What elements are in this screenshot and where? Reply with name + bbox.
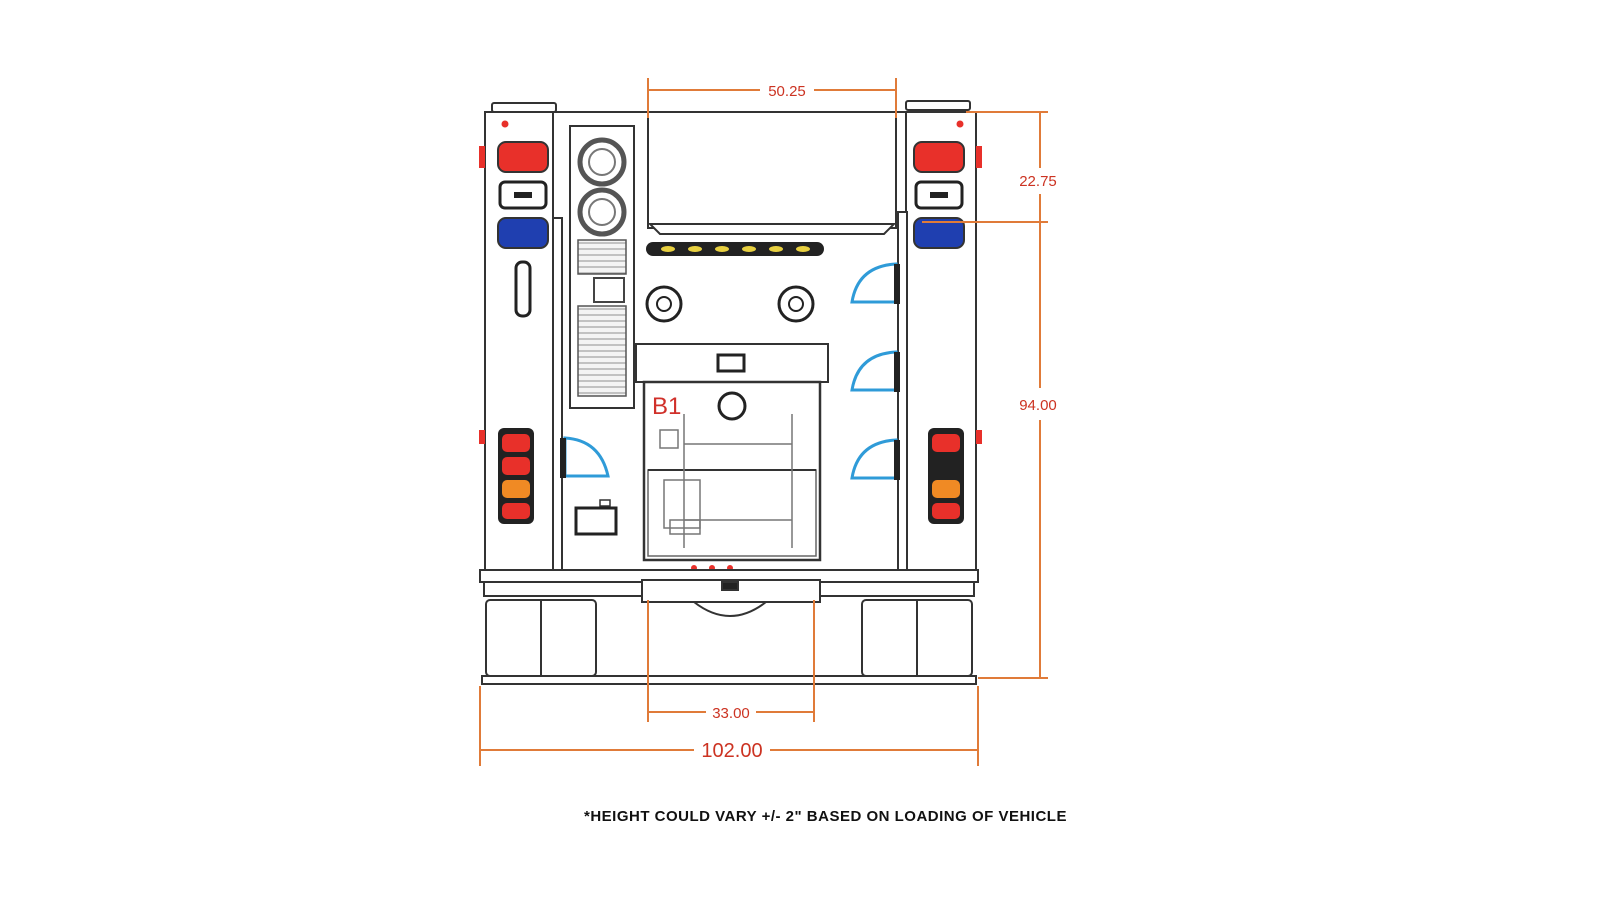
dim-opening-width: 33.00 [712,705,750,722]
rear-bumper [479,569,979,603]
height-footnote: *HEIGHT COULD VARY +/- 2" BASED ON LOADI… [584,808,1067,825]
license-plate [574,499,618,536]
dim-total-height: 94.00 [1019,397,1057,414]
right-warning-lights [913,141,965,249]
dim-overall-width: 102.00 [701,740,762,762]
compartment-b1 [635,343,829,562]
dimension-lines [479,78,1048,766]
right-tail-light [928,428,964,524]
left-tail-light [498,428,534,524]
marker-dots [501,120,964,571]
dimension-labels: 50.25 22.75 94.00 33.00 102.00 [701,83,1056,762]
ground-line [481,675,977,685]
side-marker-lights [479,146,982,444]
left-warning-lights [497,141,549,318]
led-light-bar [646,242,824,256]
control-panel [569,125,635,409]
step-hinges [560,264,900,480]
compartment-label: B1 [652,393,681,420]
rear-fittings [645,285,815,323]
rear-wheels [485,599,973,677]
fold-down-steps [563,262,898,480]
dim-top-width: 50.25 [768,83,806,100]
dim-upper-height: 22.75 [1019,173,1057,190]
upper-compartment [647,111,897,235]
